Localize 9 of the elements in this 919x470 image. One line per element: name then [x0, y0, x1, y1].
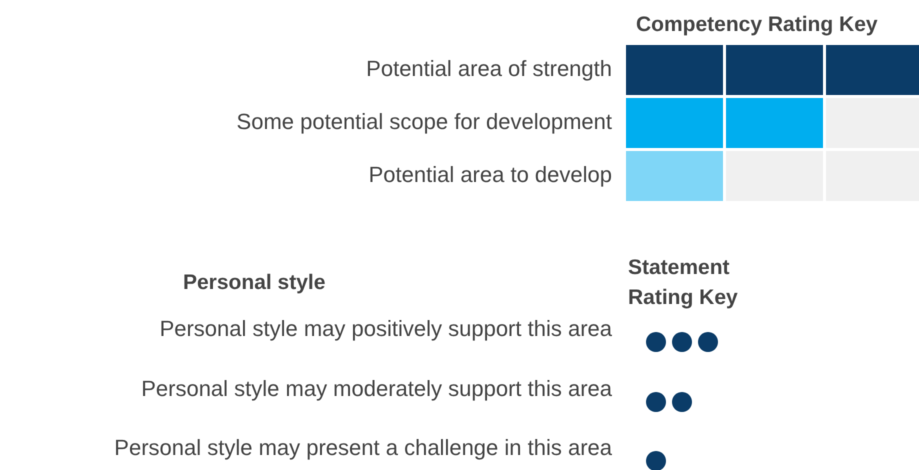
- legend-label: Personal style may positively support this area: [160, 316, 612, 342]
- legend-label: Potential area to develop: [368, 162, 612, 188]
- key-heading: Statement Rating Key: [628, 255, 739, 311]
- key-heading: Competency Rating Key: [636, 12, 878, 38]
- section-heading: Personal style: [183, 270, 326, 296]
- legend-label: Personal style may present a challenge in this area: [114, 435, 612, 461]
- legend-label: Some potential scope for development: [236, 109, 612, 135]
- legend-label: Potential area of strength: [366, 56, 612, 82]
- legend-label: Personal style may moderately support this area: [141, 376, 612, 402]
